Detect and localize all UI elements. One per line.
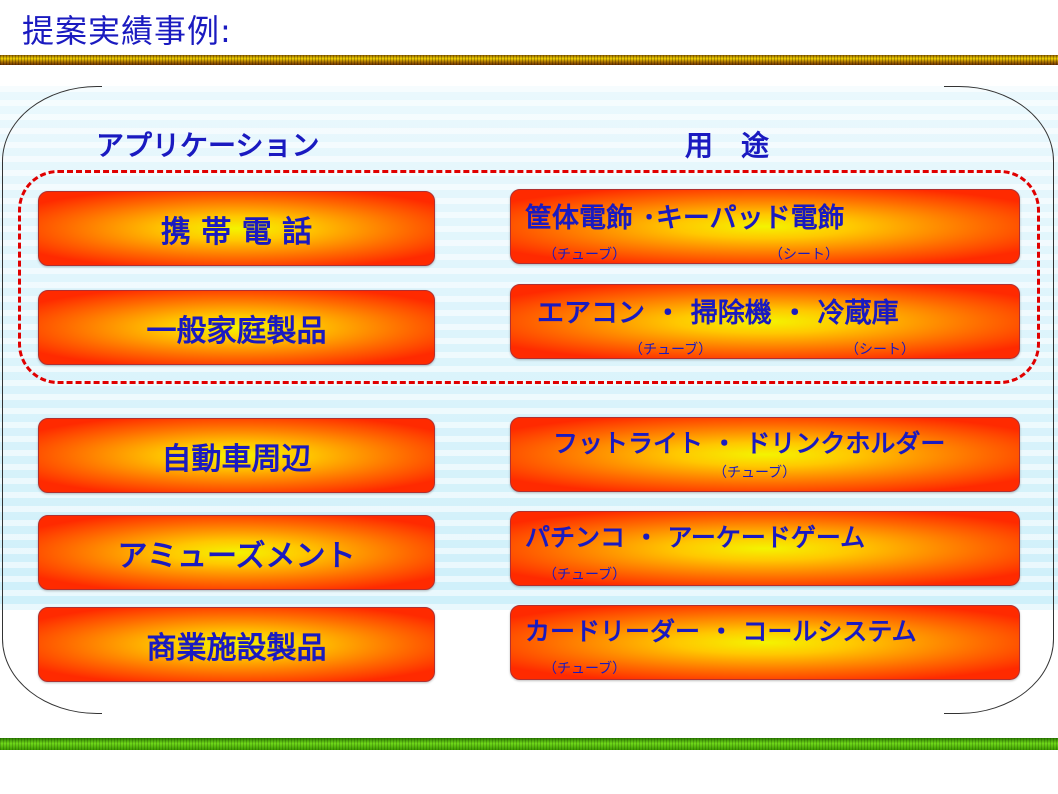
application-label: 携 帯 電 話 <box>160 214 313 250</box>
application-box-mobile-phone: 携 帯 電 話 <box>38 191 435 266</box>
column-header-use: 用 途 <box>685 129 770 162</box>
use-sub-label-sheet: （シート） <box>769 247 839 263</box>
use-sub-label-tube: （チューブ） <box>629 342 713 358</box>
top-divider <box>0 55 1058 65</box>
use-box-commercial-facilities: カードリーダー ・ コールシステム （チューブ） <box>510 605 1020 680</box>
application-box-commercial-facilities: 商業施設製品 <box>38 607 435 682</box>
use-label: フットライト ・ ドリンクホルダー <box>553 429 946 458</box>
use-box-automotive: フットライト ・ ドリンクホルダー （チューブ） <box>510 417 1020 492</box>
application-label: 商業施設製品 <box>146 630 327 666</box>
bottom-divider <box>0 738 1058 750</box>
use-label: エアコン ・ 掃除機 ・ 冷蔵庫 <box>537 298 899 329</box>
application-box-automotive: 自動車周辺 <box>38 418 435 493</box>
application-label: 一般家庭製品 <box>146 313 327 349</box>
use-sub-label-tube: （チューブ） <box>543 661 627 677</box>
use-sub-label-sheet: （シート） <box>845 342 915 358</box>
column-header-application: アプリケーション <box>96 129 320 162</box>
slide-title: 提案実績事例: <box>22 12 232 50</box>
use-sub-label-tube: （チューブ） <box>543 247 627 263</box>
use-sub-label-tube: （チューブ） <box>543 567 627 583</box>
application-label: アミューズメント <box>117 538 356 574</box>
highlight-dashed-group <box>18 170 1040 384</box>
application-label: 自動車周辺 <box>161 441 312 477</box>
use-box-home-appliances: エアコン ・ 掃除機 ・ 冷蔵庫 （チューブ） （シート） <box>510 284 1020 359</box>
application-box-amusement: アミューズメント <box>38 515 435 590</box>
use-sub-label-tube: （チューブ） <box>713 465 797 481</box>
use-box-amusement: パチンコ ・ アーケードゲーム （チューブ） <box>510 511 1020 586</box>
use-label: パチンコ ・ アーケードゲーム <box>525 523 866 552</box>
use-box-mobile-phone: 筐体電飾 ･キーパッド電飾 （チューブ） （シート） <box>510 189 1020 264</box>
use-label: 筐体電飾 ･キーパッド電飾 <box>525 203 845 234</box>
application-box-home-appliances: 一般家庭製品 <box>38 290 435 365</box>
use-label: カードリーダー ・ コールシステム <box>525 617 917 646</box>
